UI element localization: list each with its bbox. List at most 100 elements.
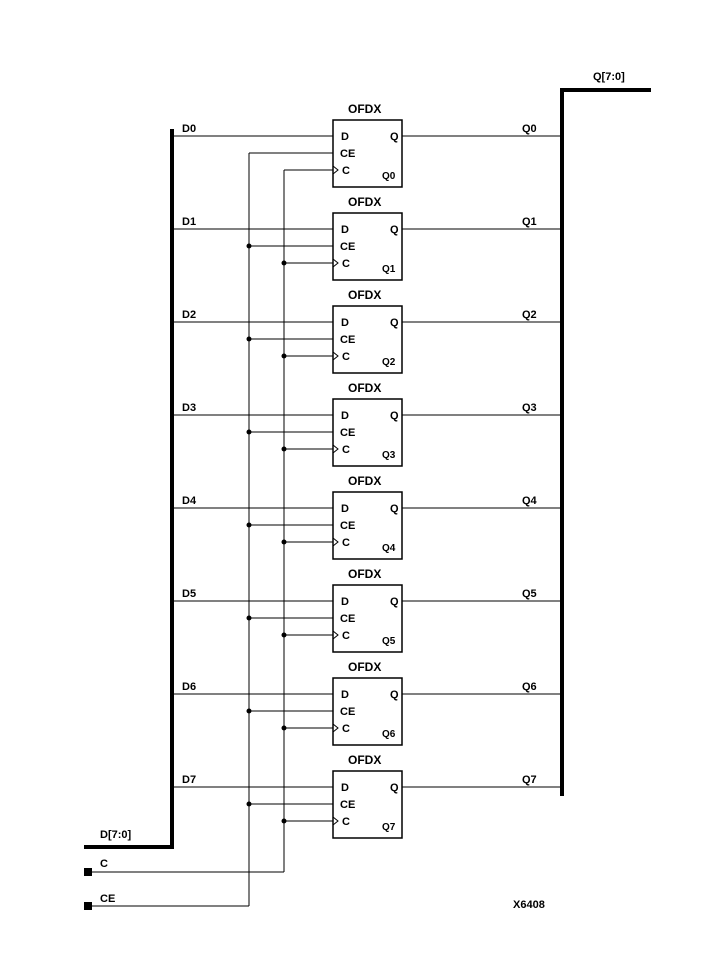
pin-c-label: C: [342, 816, 350, 828]
instance-label: Q7: [382, 822, 396, 833]
pin-ce-label: CE: [340, 427, 355, 439]
pin-c-label: C: [342, 630, 350, 642]
ce-junction-dot: [246, 429, 252, 435]
q-net-label: Q2: [522, 309, 537, 321]
flipflop-box: [332, 584, 403, 653]
pin-q-label: Q: [390, 224, 399, 236]
c-junction-dot: [281, 725, 287, 731]
pin-c-label: C: [342, 444, 350, 456]
pin-d-label: D: [341, 689, 349, 701]
flipflop-title: OFDX: [348, 381, 381, 395]
clock-input-label: C: [100, 858, 108, 870]
pin-d-label: D: [341, 503, 349, 515]
flipflop-title: OFDX: [348, 660, 381, 674]
flipflop-stages: OFDXD0DCECQQ0Q0OFDXD1DCECQQ1Q1OFDXD2DCEC…: [174, 102, 560, 839]
pin-ce-label: CE: [340, 334, 355, 346]
pin-ce-label: CE: [340, 148, 355, 160]
pin-c-label: C: [342, 165, 350, 177]
clock-triangle-icon: [332, 258, 339, 268]
c-junction-dot: [281, 539, 287, 545]
pin-q-label: Q: [390, 503, 399, 515]
pin-ce-label: CE: [340, 706, 355, 718]
pin-d-label: D: [341, 224, 349, 236]
d-net-label: D6: [182, 681, 196, 693]
pin-d-label: D: [341, 596, 349, 608]
c-junction-dot: [281, 446, 287, 452]
clock-triangle-icon: [332, 816, 339, 826]
flipflop-box: [332, 212, 403, 281]
d-net-label: D4: [182, 495, 197, 507]
clock-triangle-icon: [332, 723, 339, 733]
instance-label: Q4: [382, 543, 396, 554]
d-net-label: D1: [182, 216, 196, 228]
q-net-label: Q1: [522, 216, 537, 228]
flipflop-box: [332, 305, 403, 374]
pin-ce-label: CE: [340, 613, 355, 625]
ce-junction-dot: [246, 336, 252, 342]
d-net-label: D0: [182, 123, 196, 135]
d-net-label: D3: [182, 402, 196, 414]
pin-d-label: D: [341, 131, 349, 143]
ce-junction-dot: [246, 243, 252, 249]
pin-q-label: Q: [390, 317, 399, 329]
pin-c-label: C: [342, 723, 350, 735]
clock-input-port: [84, 868, 92, 876]
ce-junction-dot: [246, 522, 252, 528]
pin-c-label: C: [342, 537, 350, 549]
clock-enable-input-port: [84, 902, 92, 910]
ce-junction-dot: [246, 708, 252, 714]
ce-junction-dot: [246, 615, 252, 621]
ce-junction-dot: [246, 801, 252, 807]
flipflop-title: OFDX: [348, 753, 381, 767]
pin-d-label: D: [341, 410, 349, 422]
clock-triangle-icon: [332, 444, 339, 454]
clock-triangle-icon: [332, 630, 339, 640]
d-net-label: D2: [182, 309, 196, 321]
q-net-label: Q4: [522, 495, 538, 507]
clock-triangle-icon: [332, 351, 339, 361]
instance-label: Q1: [382, 264, 396, 275]
instance-label: Q5: [382, 636, 396, 647]
q-net-label: Q0: [522, 123, 537, 135]
flipflop-title: OFDX: [348, 474, 381, 488]
flipflop-title: OFDX: [348, 195, 381, 209]
pin-q-label: Q: [390, 596, 399, 608]
pin-q-label: Q: [390, 410, 399, 422]
c-junction-dot: [281, 353, 287, 359]
d-net-label: D7: [182, 774, 196, 786]
c-junction-dot: [281, 632, 287, 638]
flipflop-title: OFDX: [348, 288, 381, 302]
pin-ce-label: CE: [340, 799, 355, 811]
flipflop-box: [332, 398, 403, 467]
figure-id: X6408: [513, 899, 545, 911]
clock-triangle-icon: [332, 537, 339, 547]
c-junction-dot: [281, 260, 287, 266]
output-bus-label: Q[7:0]: [593, 71, 625, 83]
pin-q-label: Q: [390, 689, 399, 701]
clock-triangle-icon: [332, 165, 339, 175]
instance-label: Q0: [382, 171, 396, 182]
flipflop-title: OFDX: [348, 102, 381, 116]
q-net-label: Q6: [522, 681, 537, 693]
instance-label: Q3: [382, 450, 396, 461]
flipflop-box: [332, 677, 403, 746]
clock-enable-input-label: CE: [100, 893, 115, 905]
q-net-label: Q7: [522, 774, 537, 786]
flipflop-box: [332, 491, 403, 560]
d-net-label: D5: [182, 588, 196, 600]
c-junction-dot: [281, 818, 287, 824]
pin-q-label: Q: [390, 131, 399, 143]
pin-d-label: D: [341, 317, 349, 329]
pin-d-label: D: [341, 782, 349, 794]
instance-label: Q2: [382, 357, 396, 368]
q-net-label: Q5: [522, 588, 537, 600]
pin-c-label: C: [342, 351, 350, 363]
pin-ce-label: CE: [340, 241, 355, 253]
instance-label: Q6: [382, 729, 396, 740]
pin-ce-label: CE: [340, 520, 355, 532]
q-net-label: Q3: [522, 402, 537, 414]
input-bus-label: D[7:0]: [100, 829, 132, 841]
flipflop-title: OFDX: [348, 567, 381, 581]
flipflop-box: [332, 770, 403, 839]
